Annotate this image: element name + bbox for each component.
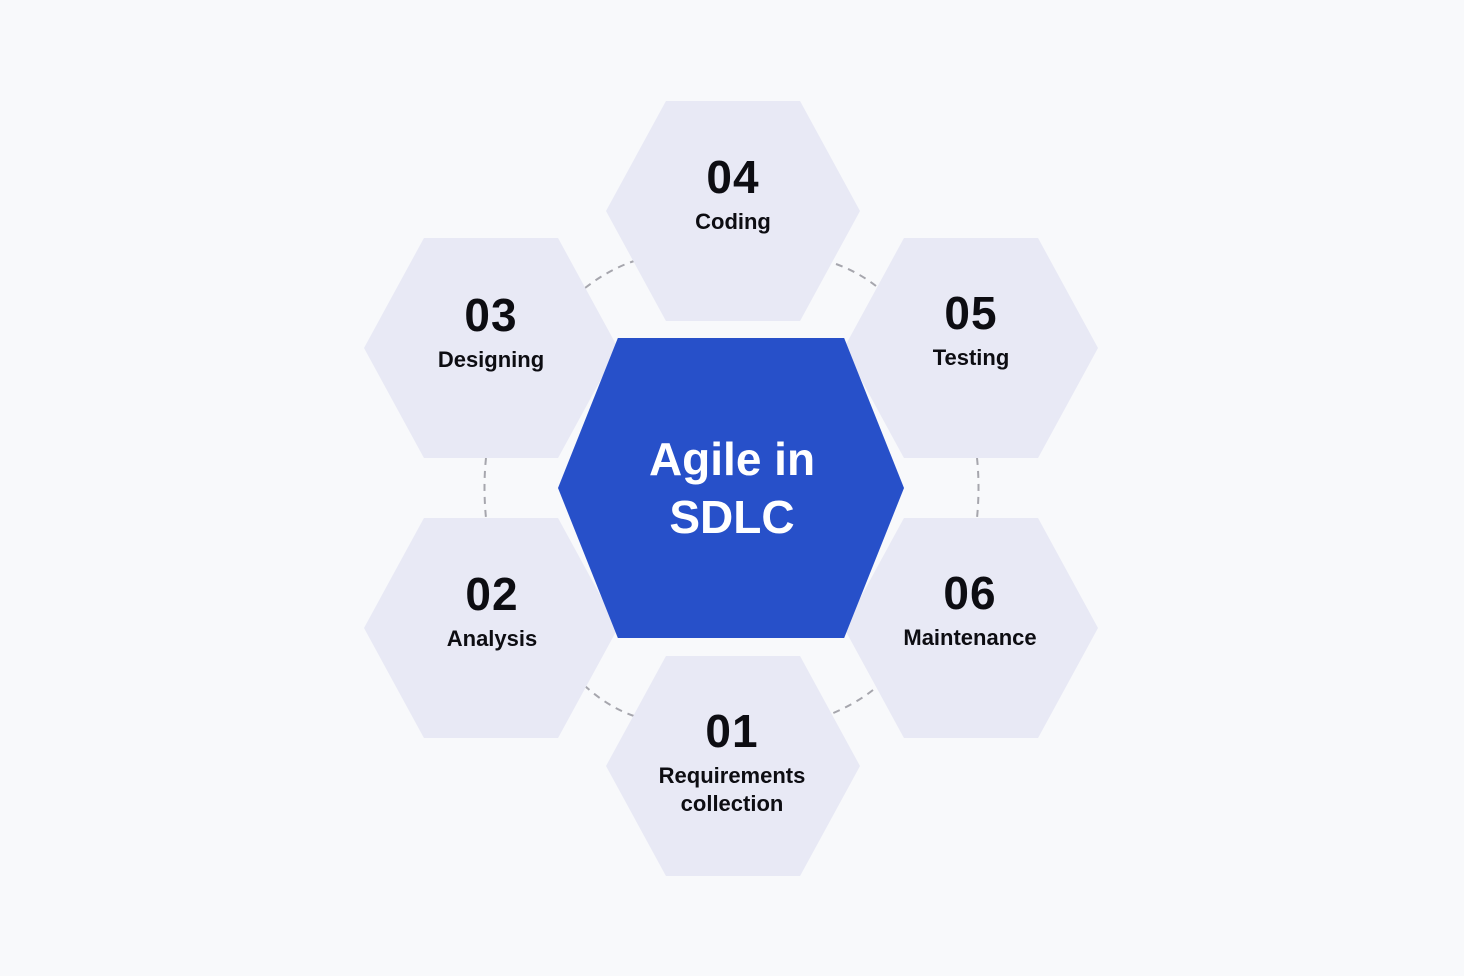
connector-03-04 [584, 260, 635, 289]
connector-02-03 [483, 457, 487, 519]
step-04-label: 04 Coding [695, 150, 771, 236]
step-05-label: 05 Testing [933, 286, 1010, 372]
step-number: 03 [464, 289, 518, 341]
center-hexagon [558, 338, 904, 638]
step-number: 06 [943, 567, 997, 619]
step-name: Coding [695, 209, 771, 234]
step-06-hexagon [844, 518, 1098, 738]
step-03-hexagon [364, 238, 618, 458]
step-name-line2: collection [680, 791, 784, 816]
step-number: 04 [706, 151, 760, 203]
center-title-line2: SDLC [669, 491, 795, 543]
connector-01-02 [584, 685, 635, 717]
step-number: 01 [705, 705, 759, 757]
step-number: 02 [465, 568, 519, 620]
connector-05-06 [976, 457, 980, 519]
step-01-hexagon [606, 656, 860, 876]
step-06-label: 06 Maintenance [903, 566, 1036, 652]
step-02-hexagon [364, 518, 618, 738]
center-title-line1: Agile in [648, 433, 816, 485]
step-01-label: 01 Requirements collection [659, 704, 806, 818]
step-name: Testing [932, 345, 1010, 370]
connector-06-01 [830, 689, 874, 715]
step-03-label: 03 Designing [438, 288, 544, 374]
step-number: 05 [944, 287, 998, 339]
connector-04-05 [835, 263, 877, 287]
step-name: Designing [437, 347, 545, 372]
step-02-label: 02 Analysis [447, 567, 538, 653]
center-title: Agile in SDLC [582, 430, 882, 546]
step-name: Maintenance [903, 625, 1037, 650]
step-04-hexagon [606, 101, 860, 321]
step-name: Requirements [658, 763, 806, 788]
step-05-hexagon [844, 238, 1098, 458]
step-name: Analysis [446, 626, 538, 651]
